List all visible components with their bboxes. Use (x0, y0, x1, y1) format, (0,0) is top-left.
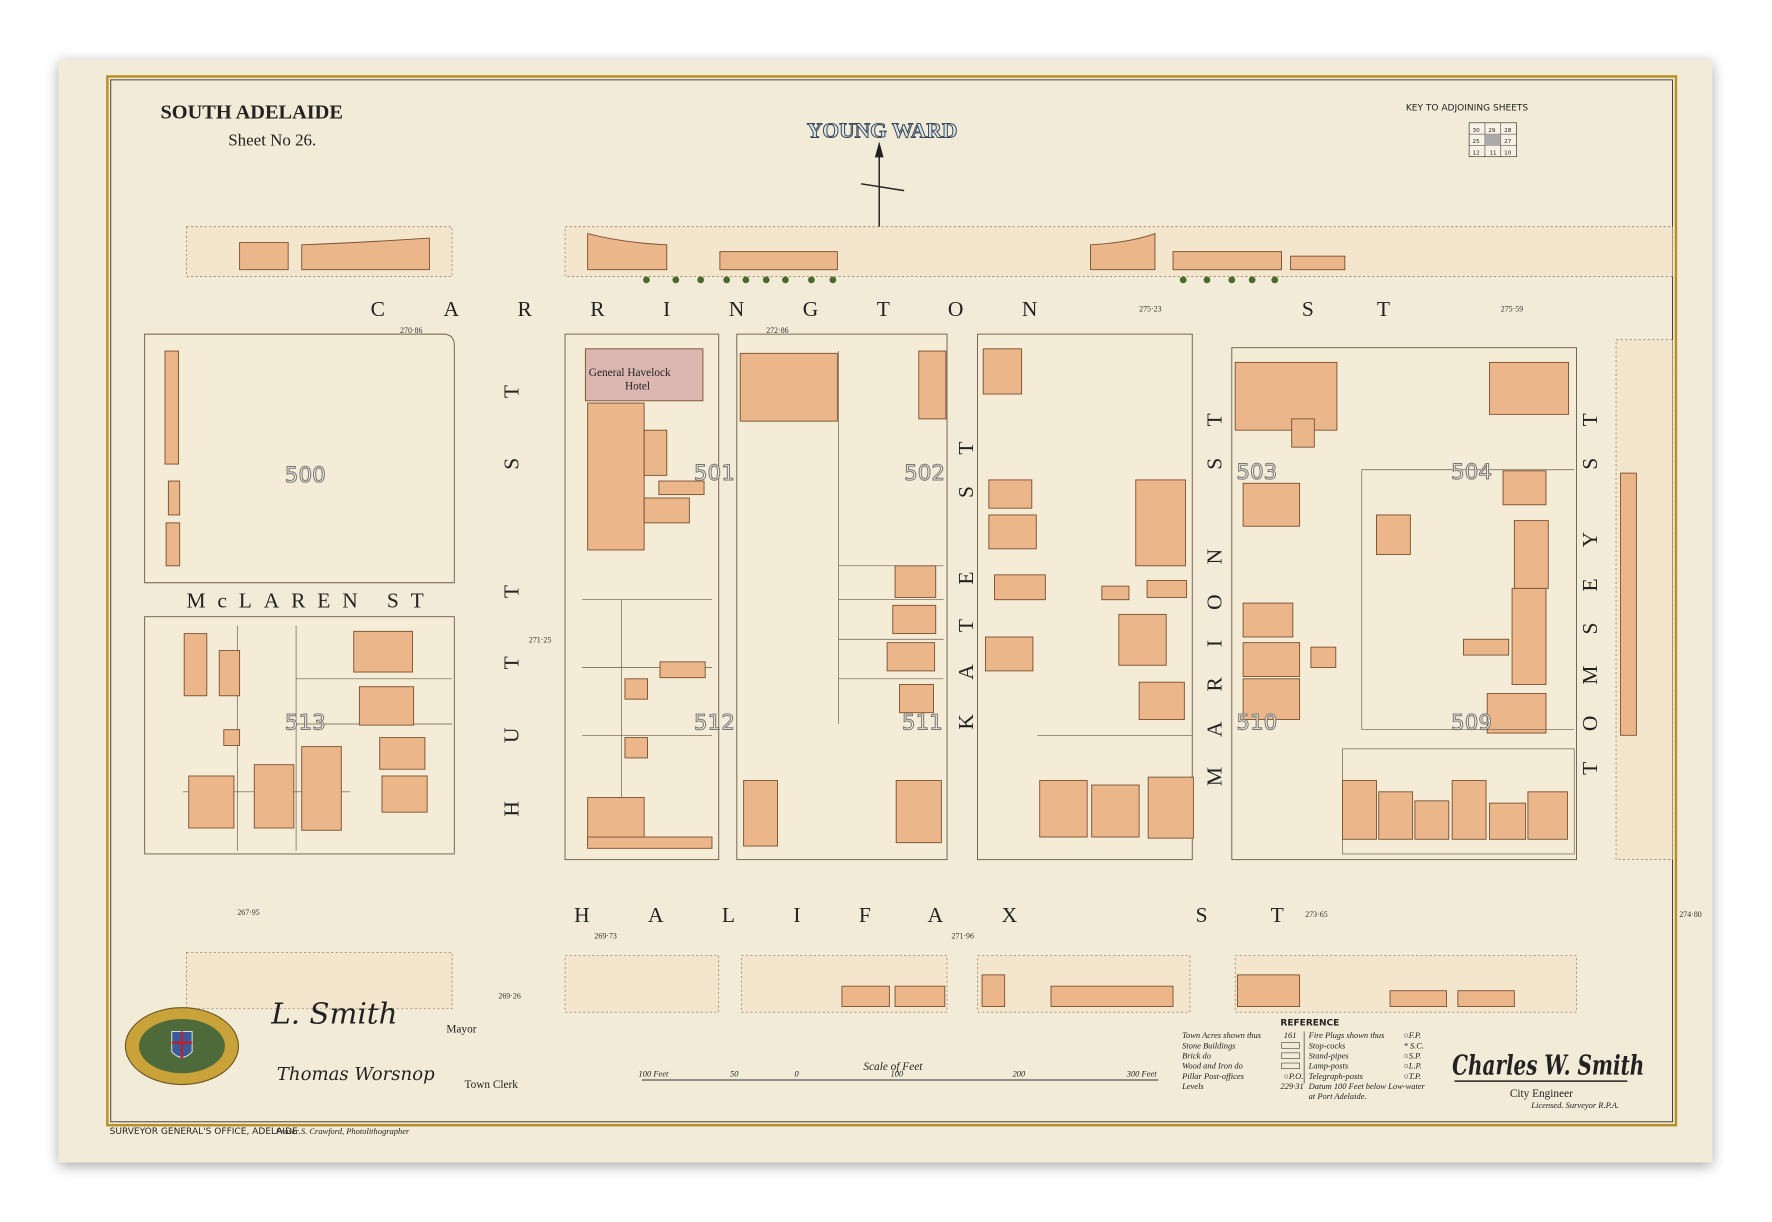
level: 271·25 (529, 636, 551, 645)
svg-text:Stop-cocks: Stop-cocks (1309, 1040, 1346, 1050)
mayor-signature: L. Smith (270, 996, 397, 1030)
engineer-label: City Engineer (1510, 1088, 1573, 1100)
svg-text:300 Feet: 300 Feet (1126, 1069, 1158, 1079)
svg-text:100 Feet: 100 Feet (639, 1069, 670, 1079)
key-title: KEY TO ADJOINING SHEETS (1406, 103, 1529, 113)
sheet-number: Sheet No 26. (228, 130, 316, 149)
ward-name: YOUNG WARD (807, 118, 958, 142)
level: 267·95 (237, 908, 259, 917)
footer-office: SURVEYOR GENERAL'S OFFICE, ADELAIDE. (110, 1127, 301, 1137)
svg-text:0: 0 (794, 1069, 799, 1079)
level: 275·23 (1139, 305, 1161, 314)
svg-text:161: 161 (1284, 1030, 1297, 1040)
acre-509: 509 (1451, 711, 1492, 736)
svg-text:Fire Plugs shown thus: Fire Plugs shown thus (1308, 1030, 1385, 1040)
svg-text:Town Acres shown thus: Town Acres shown thus (1182, 1030, 1262, 1040)
mayor-label: Mayor (446, 1024, 476, 1036)
svg-text:at Port Adelaide.: at Port Adelaide. (1309, 1091, 1367, 1101)
svg-text:10: 10 (1504, 150, 1512, 156)
level: 274·80 (1679, 910, 1701, 919)
engineer-subtitle: Licensed. Surveyor R.P.A. (1530, 1100, 1619, 1110)
compass-north-arrow-icon (861, 141, 905, 231)
street-mclaren: McLAREN ST (186, 589, 423, 613)
svg-text:Brick do: Brick do (1182, 1051, 1211, 1061)
acre-504: 504 (1451, 460, 1492, 485)
svg-text:REFERENCE: REFERENCE (1280, 1019, 1339, 1029)
svg-text:28: 28 (1504, 128, 1512, 134)
svg-text:50: 50 (730, 1069, 739, 1079)
svg-text:Stand-pipes: Stand-pipes (1309, 1051, 1350, 1061)
svg-text:11: 11 (1489, 150, 1497, 156)
level: 272·86 (766, 326, 788, 335)
svg-text:27: 27 (1504, 139, 1512, 145)
level: 271·96 (952, 932, 974, 941)
svg-text:229·31: 229·31 (1280, 1081, 1303, 1091)
svg-text:Lamp-posts: Lamp-posts (1308, 1061, 1349, 1071)
engineer-signature: Charles W. Smith (1452, 1050, 1644, 1081)
svg-text:○T.P.: ○T.P. (1404, 1071, 1422, 1081)
svg-text:30: 30 (1473, 128, 1481, 134)
acre-503: 503 (1236, 460, 1277, 485)
svg-text:○L.P.: ○L.P. (1404, 1061, 1422, 1071)
level: 275·59 (1501, 305, 1523, 314)
level: 269·26 (498, 992, 520, 1001)
svg-text:Telegraph-posts: Telegraph-posts (1309, 1071, 1364, 1081)
acre-500: 500 (285, 463, 326, 488)
svg-text:○P.O.: ○P.O. (1284, 1071, 1304, 1081)
hotel-label-2: Hotel (625, 380, 650, 392)
svg-text:Scale of Feet: Scale of Feet (863, 1061, 923, 1073)
svg-text:○S.P.: ○S.P. (1404, 1051, 1422, 1061)
svg-text:100: 100 (891, 1069, 904, 1079)
svg-text:Levels: Levels (1181, 1081, 1204, 1091)
acre-512: 512 (694, 711, 735, 736)
acre-502: 502 (904, 461, 945, 486)
svg-text:* S.C.: * S.C. (1404, 1040, 1424, 1050)
svg-text:Datum 100 Feet below Low-water: Datum 100 Feet below Low-water (1308, 1081, 1426, 1091)
map-border (106, 75, 1678, 1127)
clerk-label: Town Clerk (464, 1079, 518, 1091)
reference-legend: REFERENCE Town Acres shown thus 161 Stone… (1181, 1019, 1425, 1101)
level: 269·73 (594, 932, 616, 941)
svg-text:25: 25 (1473, 139, 1481, 145)
acre-513: 513 (285, 711, 326, 736)
svg-text:Stone Buildings: Stone Buildings (1182, 1040, 1236, 1050)
map-title: SOUTH ADELAIDE (160, 101, 342, 123)
level: 273·65 (1305, 910, 1327, 919)
svg-text:12: 12 (1473, 150, 1481, 156)
svg-text:200: 200 (1013, 1069, 1026, 1079)
city-seal (124, 1007, 240, 1086)
town-blocks (144, 333, 1673, 1013)
acre-510: 510 (1236, 711, 1277, 736)
clerk-signature: Thomas Worsnop (277, 1064, 435, 1085)
svg-text:Wood and Iron do: Wood and Iron do (1182, 1061, 1243, 1071)
svg-text:29: 29 (1488, 128, 1496, 134)
acre-501: 501 (694, 461, 735, 486)
north-frontage (186, 226, 1673, 284)
acre-511: 511 (902, 711, 943, 736)
key-grid: 30 29 28 25 27 12 11 10 (1468, 122, 1517, 158)
svg-text:Pillar Post-offices: Pillar Post-offices (1181, 1071, 1245, 1081)
footer-credit: Fraser S. Crawford, Photolithographer (275, 1126, 410, 1136)
hotel-label: General Havelock (589, 367, 671, 379)
svg-text:○F.P.: ○F.P. (1404, 1030, 1422, 1040)
scale-bar: Scale of Feet 100 Feet 50 0 100 200 300 … (639, 1061, 1159, 1081)
level: 270·86 (400, 326, 422, 335)
